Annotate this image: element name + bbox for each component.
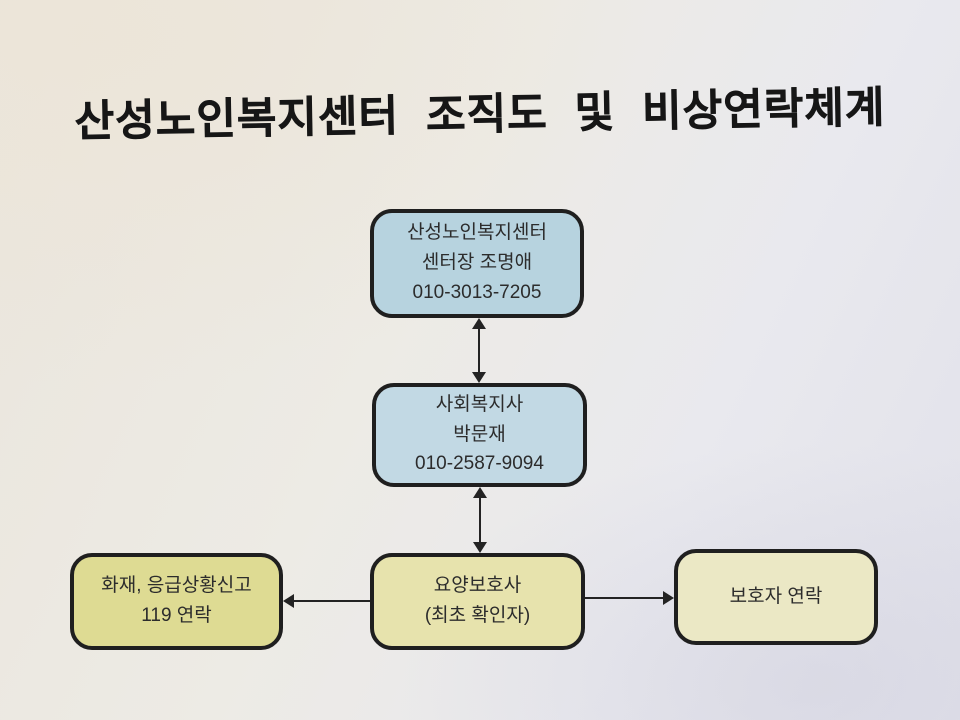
arrow-caregiver-guardian [585, 590, 674, 606]
social-worker-person: 박문재 [453, 423, 506, 445]
arrow-up-icon [472, 318, 486, 329]
director-org: 산성노인복지센터 [407, 222, 547, 244]
arrow-right-icon [663, 591, 674, 605]
arrow-shaft [479, 494, 481, 546]
node-guardian-contact: 보호자 연락 [674, 549, 878, 645]
node-fire-emergency: 화재, 응급상황신고 119 연락 [70, 553, 283, 650]
arrow-down-icon [473, 542, 487, 553]
arrow-shaft [585, 597, 667, 599]
arrow-down-icon [472, 372, 486, 383]
caregiver-note: (최초 확인자) [424, 605, 531, 626]
arrow-director-social [471, 318, 487, 383]
arrow-left-icon [283, 594, 294, 608]
node-director: 산성노인복지센터 센터장 조명애 010-3013-7205 [370, 209, 584, 318]
node-social-worker: 사회복지사 박문재 010-2587-9094 [372, 383, 587, 487]
fire-line2: 119 연락 [141, 605, 212, 626]
social-worker-phone: 010-2587-9094 [415, 453, 544, 475]
social-worker-role: 사회복지사 [435, 393, 524, 415]
caregiver-role: 요양보호사 [433, 575, 522, 597]
arrow-social-caregiver [472, 487, 488, 553]
arrow-shaft [290, 600, 370, 602]
guardian-label: 보호자 연락 [729, 585, 823, 607]
director-person: 센터장 조명애 [421, 252, 533, 274]
page-title: 산성노인복지센터 조직도 및 비상연락체계 [74, 83, 886, 147]
arrow-caregiver-fire [283, 593, 370, 609]
arrow-shaft [478, 325, 480, 376]
arrow-up-icon [473, 487, 487, 498]
director-phone: 010-3013-7205 [412, 281, 542, 303]
fire-line1: 화재, 응급상황신고 [101, 575, 252, 597]
node-caregiver: 요양보호사 (최초 확인자) [370, 553, 585, 650]
